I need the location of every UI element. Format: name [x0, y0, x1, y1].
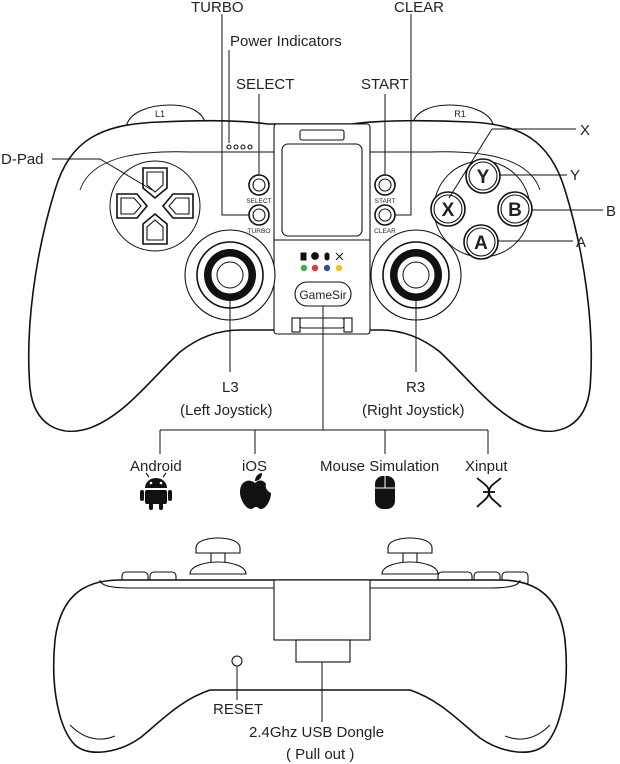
left-bumper-label: L1	[155, 109, 165, 119]
clamp-bottom-tab	[299, 317, 345, 329]
l3-label: L3	[222, 379, 239, 396]
clear-small-label: CLEAR	[374, 228, 396, 235]
face-buttons: Y X B A	[430, 158, 533, 260]
button-b-letter: B	[508, 200, 522, 221]
mouse-icon	[375, 476, 395, 509]
button-x-letter: X	[442, 200, 455, 221]
y-label: Y	[570, 167, 580, 184]
r3-label: R3	[406, 379, 425, 396]
left-joystick[interactable]	[184, 229, 276, 321]
dongle-pullout-label: ( Pull out )	[286, 746, 354, 763]
callout-lines	[52, 14, 603, 454]
mouse-icon	[324, 252, 330, 261]
right-joystick-label: (Right Joystick)	[362, 402, 465, 419]
reset-label: RESET	[213, 701, 263, 718]
dpad[interactable]	[109, 160, 201, 252]
xinput-icon	[335, 252, 344, 261]
mouse-simulation-label: Mouse Simulation	[320, 458, 439, 475]
dongle-label: 2.4Ghz USB Dongle	[249, 724, 384, 741]
led-android	[300, 264, 308, 272]
start-small-label: START	[375, 198, 396, 205]
xinput-icon	[476, 477, 502, 508]
button-a-letter: A	[474, 233, 488, 254]
mode-icons	[140, 472, 502, 510]
right-stick-top	[381, 537, 439, 575]
controller-top-shell	[52, 579, 568, 753]
select-label: SELECT	[236, 76, 294, 93]
turbo-small-label: TURBO	[248, 228, 271, 235]
apple-icon	[240, 473, 271, 509]
mode-icons-small	[300, 252, 344, 261]
led-mouse	[323, 264, 331, 272]
clamp-screen	[281, 143, 363, 237]
apple-icon	[311, 252, 319, 260]
xinput-label: Xinput	[465, 458, 508, 475]
controller-front-view: L1 R1 GameSir	[27, 104, 593, 433]
a-label: A	[576, 234, 586, 251]
power-indicators-label: Power Indicators	[230, 33, 342, 50]
clear-label: CLEAR	[394, 0, 444, 16]
ios-label: iOS	[242, 458, 267, 475]
clamp-top-tab	[299, 129, 345, 141]
left-stick-top	[189, 537, 247, 575]
android-icon	[140, 472, 172, 510]
android-label: Android	[130, 458, 182, 475]
led-xinput	[335, 264, 343, 272]
usb-dongle[interactable]	[295, 639, 351, 663]
x-label: X	[580, 122, 590, 139]
controller-top-view	[52, 537, 568, 753]
clamp-housing	[273, 579, 371, 641]
dpad-label: D-Pad	[1, 151, 44, 168]
power-indicator-dots	[226, 144, 253, 150]
turbo-label: TURBO	[191, 0, 244, 16]
select-small-label: SELECT	[246, 198, 271, 205]
b-label: B	[606, 203, 616, 220]
button-y-letter: Y	[477, 167, 490, 188]
android-icon	[300, 252, 307, 261]
left-joystick-label: (Left Joystick)	[180, 402, 273, 419]
gamesir-logo: GameSir	[299, 288, 346, 302]
led-ios	[311, 264, 319, 272]
right-bumper-label: R1	[454, 109, 466, 119]
start-label: START	[361, 76, 409, 93]
reset-hole[interactable]	[231, 655, 243, 667]
